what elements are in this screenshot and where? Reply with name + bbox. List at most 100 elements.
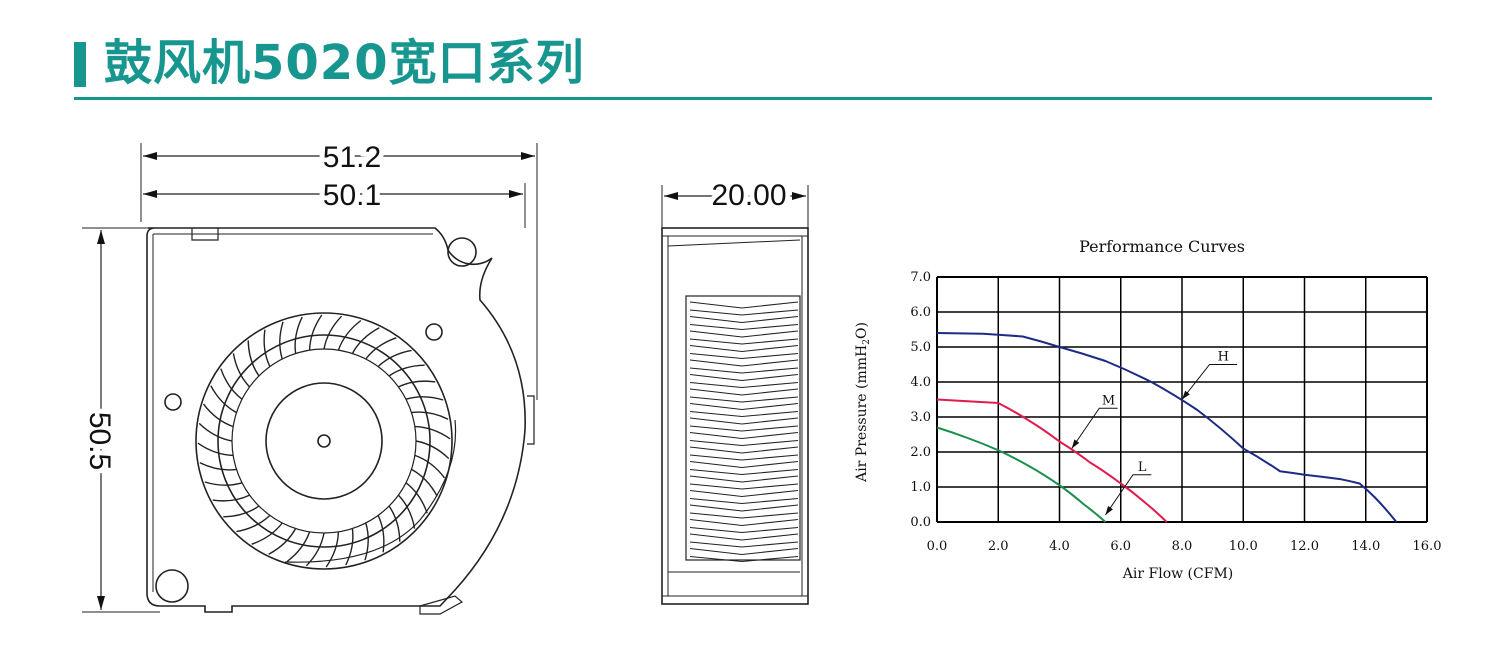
impeller-blade bbox=[212, 494, 250, 502]
dim-inner-width-label: 50.1 bbox=[323, 179, 381, 212]
hub bbox=[265, 382, 383, 500]
side-slat bbox=[689, 301, 799, 309]
impeller-blade bbox=[351, 327, 380, 354]
blade-window bbox=[685, 295, 801, 561]
impeller-blade bbox=[199, 462, 237, 471]
series-callouts: HML bbox=[1071, 350, 1238, 516]
callout-leader-M bbox=[1071, 407, 1118, 449]
y-tick-label: 7.0 bbox=[910, 270, 931, 285]
mount-hole-bottom-left bbox=[155, 569, 189, 603]
impeller-blade bbox=[305, 532, 325, 567]
x-tick-label: 14.0 bbox=[1351, 539, 1380, 554]
side-slat bbox=[689, 352, 799, 360]
impeller-blade bbox=[197, 442, 234, 457]
series-line-H bbox=[936, 332, 1398, 523]
impeller-blade bbox=[414, 425, 451, 440]
series-line-M bbox=[936, 398, 1168, 523]
y-axis-label: Air Pressure (mmH2O) bbox=[854, 322, 872, 483]
side-slat bbox=[689, 344, 799, 353]
series-label-M: M bbox=[1102, 393, 1115, 408]
impeller-blade bbox=[415, 440, 450, 460]
impeller-blade bbox=[236, 514, 271, 533]
side-slat bbox=[689, 526, 799, 534]
shaft bbox=[317, 434, 331, 448]
side-slat bbox=[689, 425, 799, 432]
scroll-curve bbox=[284, 419, 457, 563]
x-tick-label: 8.0 bbox=[1172, 539, 1193, 554]
side-slat bbox=[689, 373, 799, 382]
impeller-blade bbox=[323, 315, 343, 350]
side-slat bbox=[689, 330, 799, 338]
side-slat bbox=[689, 402, 799, 411]
impeller-blade bbox=[294, 316, 303, 354]
side-slat bbox=[689, 460, 799, 469]
y-tick-label: 5.0 bbox=[910, 340, 931, 355]
side-slat bbox=[689, 533, 799, 541]
impeller-blade bbox=[398, 380, 436, 388]
impeller-blade bbox=[279, 321, 284, 360]
impeller-blade bbox=[388, 364, 425, 377]
side-slat bbox=[689, 309, 799, 316]
x-tick-label: 2.0 bbox=[988, 539, 1009, 554]
y-tick-label: 3.0 bbox=[910, 410, 931, 425]
side-slat bbox=[689, 555, 799, 563]
impeller-blade bbox=[337, 319, 362, 351]
series-line-L bbox=[936, 426, 1107, 523]
page-title: 鼓风机5020宽口系列 bbox=[104, 35, 585, 91]
side-frame bbox=[661, 227, 809, 605]
impeller-blade bbox=[308, 314, 323, 351]
impeller-blade bbox=[198, 422, 233, 442]
callout-leader-H bbox=[1181, 364, 1238, 400]
side-slat bbox=[689, 541, 799, 548]
impeller-blade bbox=[377, 349, 412, 368]
side-slat bbox=[689, 475, 799, 483]
impeller-blade bbox=[345, 528, 354, 566]
impeller-blade bbox=[365, 337, 397, 360]
impeller-blades bbox=[197, 314, 451, 568]
series-label-H: H bbox=[1218, 350, 1229, 365]
impeller-blade bbox=[405, 482, 428, 514]
mount-hole-left bbox=[164, 393, 182, 411]
side-slat bbox=[689, 431, 799, 440]
impeller-blade bbox=[268, 528, 297, 555]
impeller-inner-ring bbox=[231, 348, 417, 534]
side-slat bbox=[689, 323, 799, 331]
callout-leader-L bbox=[1105, 474, 1152, 516]
y-tick-label: 1.0 bbox=[910, 480, 931, 495]
front-view bbox=[82, 143, 538, 615]
top-tab bbox=[191, 228, 219, 241]
mount-hole-top-right bbox=[447, 237, 477, 267]
x-tick-label: 4.0 bbox=[1049, 539, 1070, 554]
impeller-blade bbox=[220, 368, 243, 400]
side-slat bbox=[689, 547, 799, 556]
side-bump bbox=[527, 395, 535, 445]
impeller-blade bbox=[411, 468, 438, 497]
side-slat bbox=[689, 359, 799, 367]
dim-thickness-label: 20.00 bbox=[711, 179, 786, 212]
performance-chart: Performance Curves Air Flow (CFM) Air Pr… bbox=[854, 237, 1441, 582]
chart-title: Performance Curves bbox=[1079, 237, 1245, 256]
side-slat bbox=[689, 504, 799, 512]
impeller-blade bbox=[223, 505, 260, 518]
impeller-blade bbox=[286, 531, 311, 563]
housing-outline bbox=[146, 227, 526, 613]
impeller-blade bbox=[377, 515, 385, 553]
impeller-blade bbox=[414, 454, 446, 479]
x-tick-label: 6.0 bbox=[1110, 539, 1131, 554]
x-tick-label: 0.0 bbox=[927, 539, 948, 554]
title-rule bbox=[74, 97, 1432, 100]
side-slat bbox=[689, 417, 799, 425]
title-accent-bar bbox=[74, 42, 86, 87]
side-slat bbox=[689, 512, 799, 519]
impeller-blade-ring bbox=[217, 334, 431, 548]
impeller-blade bbox=[411, 411, 449, 420]
impeller-blade bbox=[202, 403, 234, 428]
side-slat bbox=[689, 483, 799, 490]
side-slat bbox=[689, 381, 799, 389]
side-view bbox=[661, 185, 809, 605]
side-slat bbox=[689, 367, 799, 374]
side-slat bbox=[689, 454, 799, 461]
impeller-blade bbox=[364, 522, 369, 561]
